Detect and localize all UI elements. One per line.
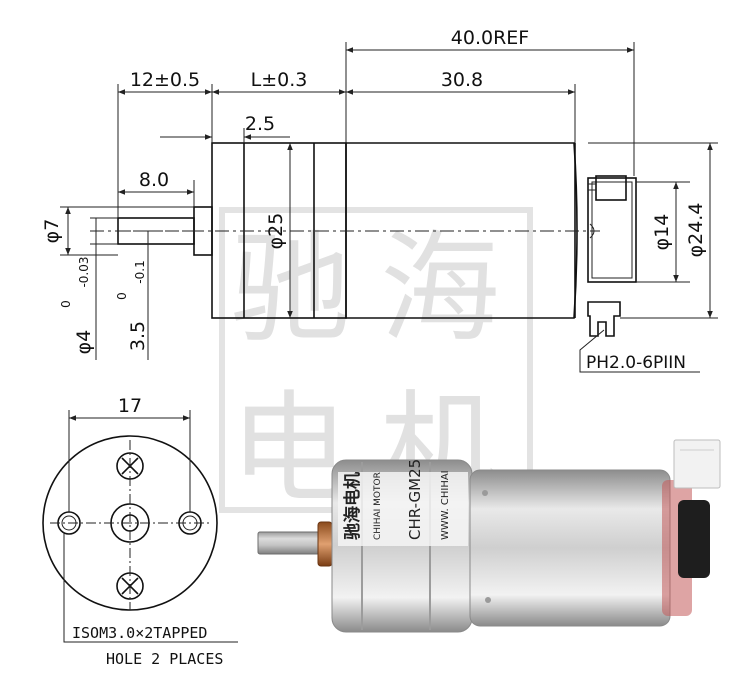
photo-model: CHR-GM25 [406, 459, 424, 540]
photo-encoder-disk [678, 500, 710, 578]
leader-hole-note [63, 532, 238, 643]
dim-body-dia: φ25 [265, 213, 287, 250]
dim-motor-length: 30.8 [441, 69, 483, 91]
dim-flange: 2.5 [245, 113, 275, 135]
photo-connector [673, 439, 721, 489]
leader-connector [579, 329, 700, 373]
photo-brand-sub: CHIHAI MOTOR [373, 472, 383, 540]
encoder-housing [587, 177, 637, 283]
watermark-char-2: 海 [380, 220, 500, 359]
photo-brand: 驰海电机 [342, 472, 363, 540]
photo-shaft [257, 531, 321, 555]
hole-note-line-2: HOLE 2 PLACES [106, 650, 223, 668]
dim-hole-spacing: 17 [118, 395, 142, 417]
watermark-char-3: 电 [230, 380, 350, 519]
dim-shaft-length: 12±0.5 [130, 69, 200, 91]
side-view [90, 142, 637, 337]
connector-header [595, 175, 627, 201]
dim-flat-tol-upper: 0 [115, 292, 129, 300]
photo-rivet-1 [482, 490, 488, 496]
dim-shaft-dia-tol-upper: 0 [59, 300, 73, 308]
dim-end-dia: φ24.4 [685, 203, 707, 258]
dim-bearing-dia: φ14 [651, 214, 673, 251]
encoder-inner [591, 181, 633, 279]
photo-website: WWW. CHIHAI [440, 470, 451, 540]
dim-shaft-dia: φ4 [73, 330, 95, 355]
dim-flat-tol-lower: -0.1 [133, 260, 147, 283]
bottom-connector [587, 301, 621, 337]
photo-bushing [317, 521, 333, 567]
dim-shaft-dia-tol-lower: -0.03 [77, 256, 91, 287]
dim-flat: 3.5 [127, 321, 149, 351]
front-view: 17 ISOM3.0×2TAPPED HOLE 2 PLACES [42, 395, 238, 668]
photo-label [338, 472, 468, 546]
dim-gearbox-length: L±0.3 [251, 69, 308, 91]
side-view-dimensions: 40.0REF 12±0.5 L±0.3 30.8 2.5 8.0 φ7 φ4 … [41, 27, 718, 373]
hole-note-line-1: ISOM3.0×2TAPPED [72, 624, 207, 642]
product-photo: 驰海电机 CHIHAI MOTOR CHR-GM25 WWW. CHIHAI [257, 439, 721, 633]
connector-label: PH2.0-6PIIN [586, 353, 686, 373]
dim-shaft-flat: 8.0 [139, 169, 169, 191]
dim-overall-ref: 40.0REF [451, 27, 529, 49]
shaft-end-mark [589, 223, 595, 239]
photo-motor-can [469, 469, 671, 627]
photo-rivet-2 [485, 597, 491, 603]
dim-shaft-outer-dia: φ7 [41, 219, 63, 244]
